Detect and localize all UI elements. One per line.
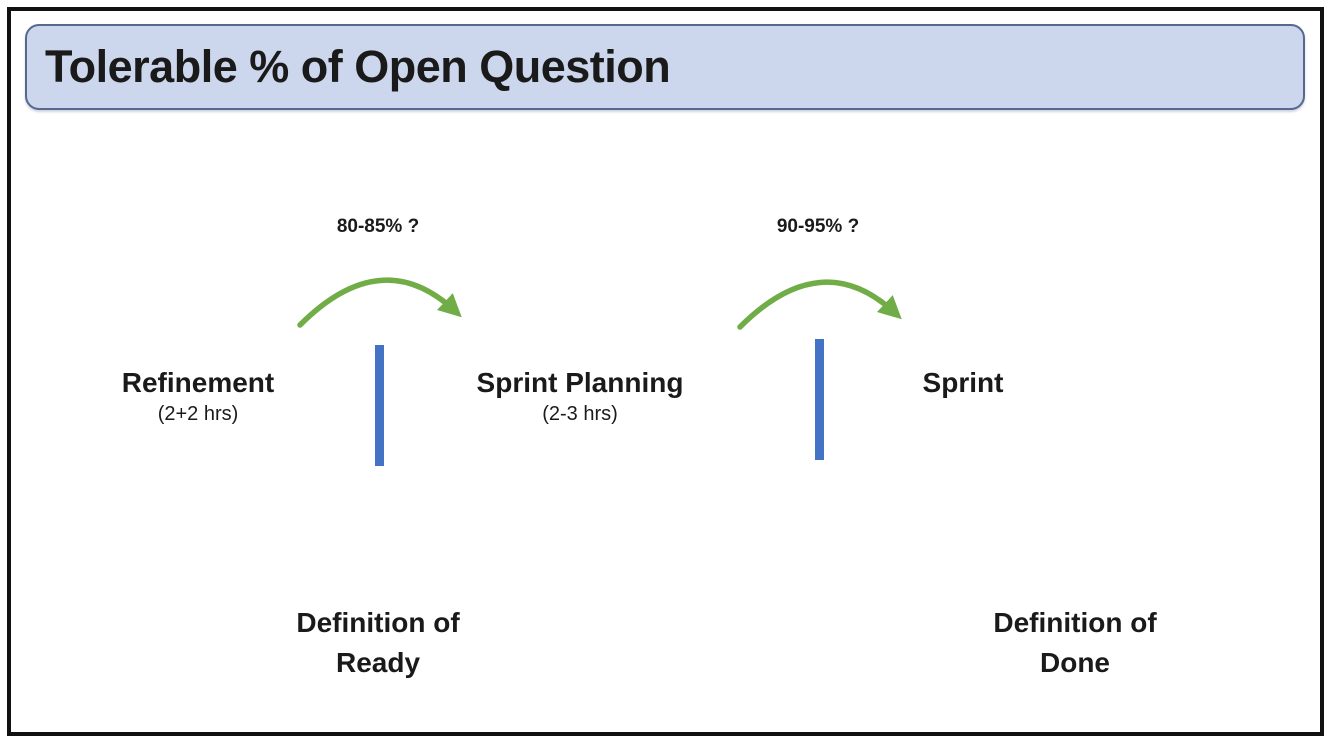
definition-of-ready-line2: Ready — [335, 647, 421, 678]
stage-duration-refinement: (2+2 hrs) — [157, 403, 239, 425]
gate-bar-done — [815, 339, 824, 460]
definition-of-ready-line1: Definition of — [296, 607, 460, 638]
stage-label-refinement: Refinement — [121, 367, 275, 398]
gate-bar-ready — [375, 345, 384, 466]
stage-label-sprint: Sprint — [922, 367, 1004, 398]
definition-of-done-line1: Definition of — [993, 607, 1157, 638]
page-title: Tolerable % of Open Question — [45, 41, 671, 92]
stage-sprint: Sprint — [843, 367, 1083, 399]
definition-of-ready-label: Definition of Ready — [228, 603, 528, 683]
stage-refinement: Refinement (2+2 hrs) — [58, 367, 338, 427]
threshold-label-right: 90-95% ? — [776, 216, 860, 237]
threshold-label-left: 80-85% ? — [336, 216, 420, 237]
stage-label-sprint-planning: Sprint Planning — [476, 367, 684, 398]
definition-of-done-line2: Done — [1040, 647, 1110, 678]
definition-of-done-label: Definition of Done — [925, 603, 1225, 683]
stage-duration-sprint-planning: (2-3 hrs) — [542, 403, 618, 425]
slide-border-frame — [7, 7, 1324, 736]
title-banner: Tolerable % of Open Question — [25, 24, 1305, 110]
stage-sprint-planning: Sprint Planning (2-3 hrs) — [430, 367, 730, 427]
